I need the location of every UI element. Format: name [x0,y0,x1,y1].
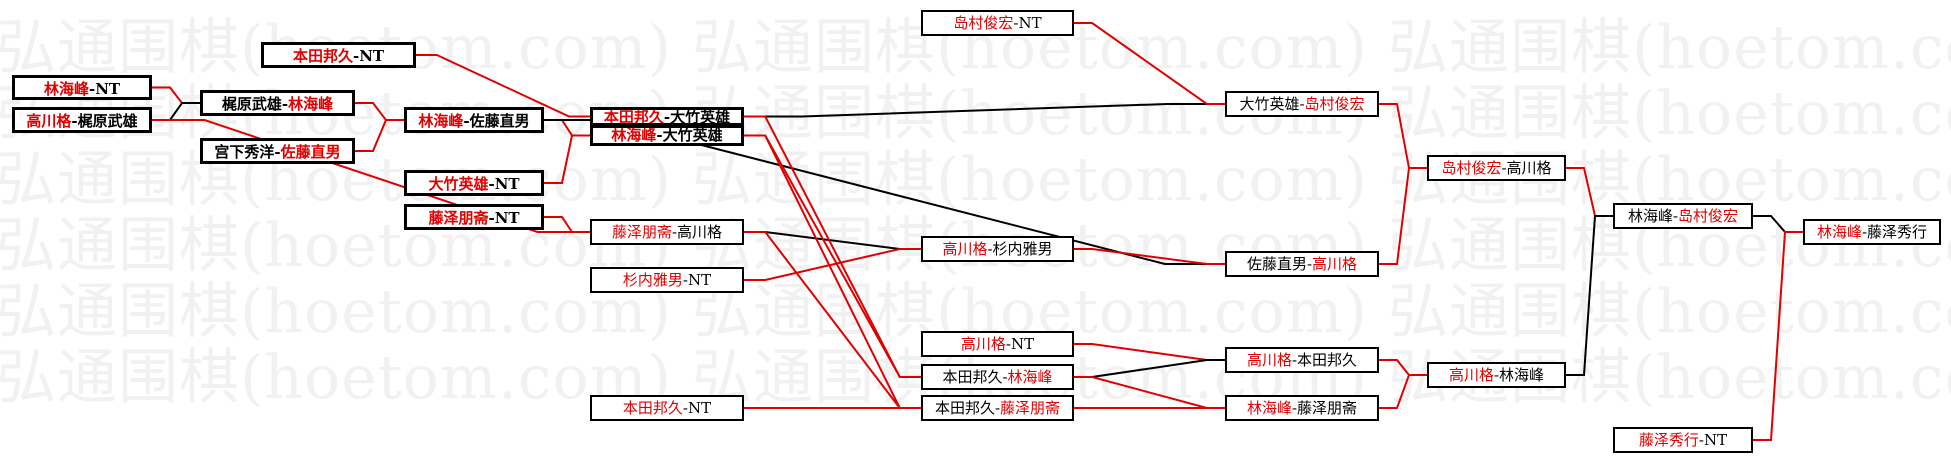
connector-line [1074,376,1225,409]
connector-line [744,134,921,378]
match-box: 高川格-本田邦久 [1225,347,1379,373]
match-box: 宫下秀洋-佐藤直男 [200,138,355,164]
connector-line [744,103,1225,118]
connector-line [152,119,590,233]
match-box: 本田邦久-NT [261,42,416,68]
match-box: 高川格-NT [921,331,1074,357]
match-box: 本田邦久-林海峰 [921,364,1074,390]
match-box: 林海峰-藤泽朋斋 [1225,395,1379,421]
connector-line [1379,103,1427,169]
match-box: 大竹英雄-NT [404,170,544,196]
match-box: 林海峰-佐藤直男 [404,107,544,133]
match-box: 本田邦久-大竹英雄 [590,107,744,126]
match-box: 岛村俊宏-NT [921,10,1074,36]
match-box: 藤泽朋斋-NT [404,204,544,230]
connector-line [152,86,200,104]
connector-line [1074,359,1225,378]
connector-line [544,119,1225,265]
match-box: 岛村俊宏-高川格 [1427,155,1566,181]
connector-line [1753,215,1803,233]
match-box: 高川格-杉内雅男 [921,236,1074,262]
match-box: 林海峰-大竹英雄 [590,125,744,146]
match-box: 高川格-林海峰 [1427,362,1566,388]
connector-line [1074,248,1225,265]
connector-line [744,248,921,281]
connector-line [1566,167,1613,217]
connector-line [355,102,404,121]
connector-line [1379,359,1427,376]
connector-line [1566,215,1613,376]
match-box: 大竹英雄-岛村俊宏 [1225,91,1379,117]
match-box: 林海峰-NT [12,75,152,100]
connector-line [152,102,200,121]
connector-line [544,134,590,184]
connector-line [355,119,404,152]
connector-line [544,216,590,233]
match-box: 林海峰-藤泽秀行 [1803,219,1941,245]
connector-line [1753,231,1803,441]
match-box: 本田邦久-藤泽朋斋 [921,395,1074,421]
connector-line [1379,167,1427,265]
connector-line [1379,374,1427,409]
connector-line [544,119,590,137]
match-box: 本田邦久-NT [590,395,744,421]
match-box: 藤泽朋斋-高川格 [590,219,744,245]
match-box: 高川格-梶原武雄 [12,107,152,133]
connector-line [416,54,590,118]
connector-line [1074,22,1225,105]
match-box: 藤泽秀行-NT [1613,427,1753,453]
match-box: 林海峰-岛村俊宏 [1613,203,1753,229]
connector-line [1074,343,1225,361]
connector-line [744,231,921,409]
match-box: 梶原武雄-林海峰 [200,90,355,116]
match-box: 佐藤直男-高川格 [1225,251,1379,277]
match-box: 杉内雅男-NT [590,267,744,293]
connector-line [744,115,921,378]
